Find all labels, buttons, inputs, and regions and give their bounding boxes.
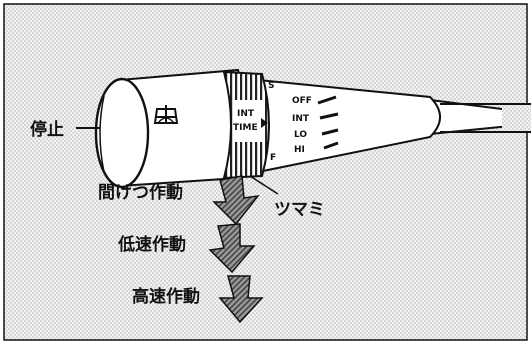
stop-label: 停止 <box>30 119 64 140</box>
knob-end-cap <box>94 77 150 189</box>
arrow-intermittent <box>212 175 260 226</box>
dial-s-label: S <box>268 81 274 91</box>
dial-time-label: TIME <box>233 123 258 133</box>
position-int-label: INT <box>292 114 310 124</box>
tab-label: ツマミ <box>274 200 325 220</box>
tab-leader-line <box>249 175 279 195</box>
position-off-label: OFF <box>292 96 312 106</box>
intermittent-label: 間けつ作動 <box>98 182 183 203</box>
windshield-wiper-icon <box>153 105 179 124</box>
high-speed-label: 高速作動 <box>132 286 200 307</box>
position-hi-label: HI <box>294 145 305 155</box>
position-lo-label: LO <box>294 130 307 140</box>
position-tick-marks <box>317 95 339 150</box>
dial-f-label: F <box>270 153 276 163</box>
background-panel <box>3 3 528 341</box>
arrow-high-speed <box>218 275 264 324</box>
arrow-low-speed <box>208 223 256 274</box>
dial-pointer <box>261 118 268 128</box>
dial-int-label: INT <box>237 109 255 119</box>
low-speed-label: 低速作動 <box>117 234 186 255</box>
lever-body <box>257 78 441 174</box>
